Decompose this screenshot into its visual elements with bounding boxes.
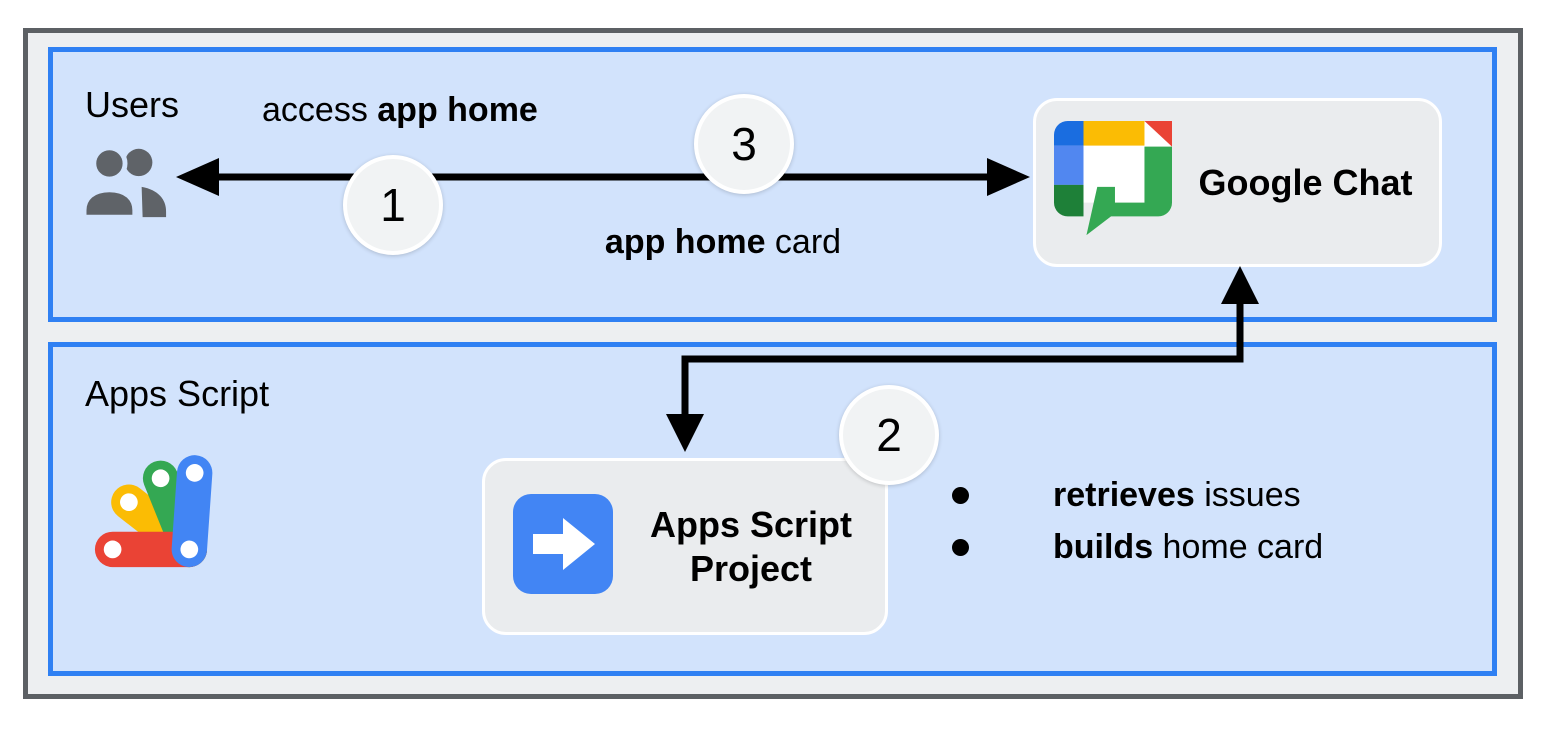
node-google-chat: Google Chat <box>1033 98 1442 267</box>
users-icon <box>80 141 174 228</box>
arrow-label-app-home-card: app home card <box>558 222 888 262</box>
node-google-chat-label: Google Chat <box>1198 161 1413 203</box>
step-badge-2: 2 <box>839 385 939 485</box>
apps-script-logo-icon <box>85 455 213 578</box>
bullet-item-retrieves-issues: retrieves issues <box>952 470 1301 520</box>
google-chat-logo-icon <box>1054 121 1172 244</box>
step-badge-2-number: 2 <box>876 409 902 461</box>
step-badge-1-number: 1 <box>380 179 406 231</box>
lane-apps-script-label: Apps Script <box>85 373 270 414</box>
bullet-2-regular: home card <box>1153 527 1324 566</box>
step-badge-3: 3 <box>694 94 794 194</box>
step-badge-1: 1 <box>343 155 443 255</box>
bullet-item-builds-home-card: builds home card <box>952 522 1323 572</box>
bullet-2-bold: builds <box>1053 527 1154 566</box>
bullet-text: builds home card <box>1053 528 1323 567</box>
arrow-label-access-app-home: access app home <box>262 90 538 130</box>
arrow-label-access-bold: app home <box>377 91 538 129</box>
bullet-1-regular: issues <box>1194 475 1301 514</box>
arrow-right-in-blue-square-icon <box>513 494 613 599</box>
arrow-label-card-regular: card <box>765 223 842 261</box>
bullet-text: retrieves issues <box>1053 476 1301 515</box>
arrow-label-access-regular: access <box>262 91 378 129</box>
node-apps-script-project-label: Apps Script Project <box>649 503 853 589</box>
bullet-dot <box>952 486 969 504</box>
step-badge-3-number: 3 <box>731 118 757 170</box>
lane-users-label: Users <box>85 84 180 125</box>
bullet-1-bold: retrieves <box>1053 475 1195 514</box>
arrow-label-card-bold: app home <box>604 223 766 261</box>
bullet-dot <box>952 538 969 556</box>
node-apps-script-project: Apps Script Project <box>482 458 888 635</box>
